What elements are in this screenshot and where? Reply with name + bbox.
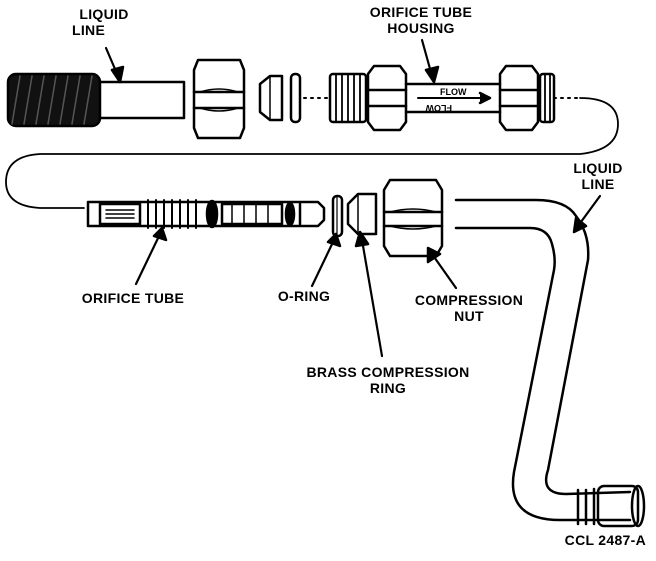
label-o-ring: O-RING	[277, 288, 331, 304]
liquid-line-bent-tube	[454, 198, 646, 528]
connection-loop	[5, 97, 619, 209]
label-orifice-tube: ORIFICE TUBE	[81, 290, 185, 306]
label-compression-nut: COMPRESSION NUT	[414, 292, 524, 324]
label-orifice-tube-housing: ORIFICE TUBE HOUSING	[369, 4, 473, 36]
orifice-tube-housing	[328, 64, 556, 132]
arrow-liquid-line-right	[572, 194, 602, 234]
arrow-brass-compression-ring	[354, 230, 384, 358]
label-liquid-line-top: LIQUID LINE	[72, 6, 129, 38]
compression-ring-middle	[346, 192, 378, 236]
label-liquid-line-right: LIQUID LINE	[573, 160, 623, 192]
arrow-compression-nut	[426, 246, 458, 290]
label-brass-compression-ring: BRASS COMPRESSION RING	[306, 364, 470, 396]
orifice-tube	[86, 199, 326, 229]
compression-ring-top	[258, 74, 284, 122]
arrow-orifice-tube-housing	[420, 38, 440, 84]
compression-nut-middle	[382, 178, 444, 258]
figure-code: CCL 2487-A	[564, 532, 646, 548]
compression-nut-top	[192, 58, 246, 140]
o-ring-middle	[331, 194, 344, 238]
arrow-orifice-tube	[134, 226, 168, 286]
flow-label-upper: FLOW	[440, 87, 467, 97]
flow-label-lower: FLOW	[425, 103, 452, 113]
liquid-line-hose	[6, 72, 186, 128]
arrow-o-ring	[310, 232, 342, 288]
o-ring-top	[289, 72, 302, 124]
arrow-liquid-line-top	[104, 46, 125, 84]
